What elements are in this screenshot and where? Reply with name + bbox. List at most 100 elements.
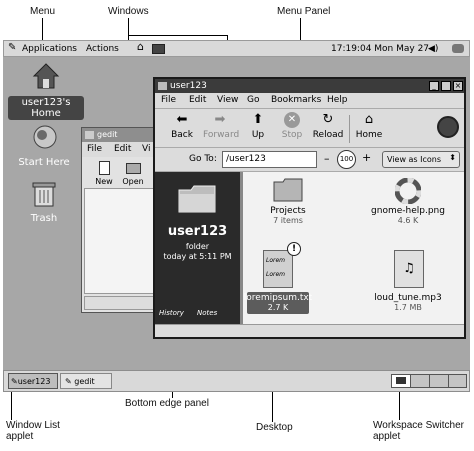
file-browser-toolbar: ⬅ Back ➡ Forward ⬆ Up ✕ Stop ↻ Reload ⌂ … bbox=[155, 108, 464, 148]
file-browser-window-icon bbox=[158, 82, 167, 90]
file-item-loud-tune[interactable]: ♫ loud_tune.mp3 1.7 MB bbox=[358, 242, 458, 322]
gedit-open-button[interactable]: Open bbox=[120, 161, 146, 186]
callout-bottom-edge-panel: Bottom edge panel bbox=[125, 398, 209, 409]
callout-window-list-applet: Window List applet bbox=[6, 420, 60, 442]
menu-help[interactable]: Help bbox=[327, 95, 348, 105]
window-list-applet: ✎user123 ✎ gedit bbox=[8, 373, 112, 389]
up-arrow-icon: ⬆ bbox=[252, 112, 264, 127]
workspace-2[interactable] bbox=[411, 375, 430, 387]
pane-splitter[interactable] bbox=[240, 172, 243, 324]
toolbar-separator bbox=[349, 115, 350, 143]
callout-menu: Menu bbox=[30, 6, 56, 17]
up-button[interactable]: ⬆ Up bbox=[241, 112, 275, 140]
menu-view[interactable]: View bbox=[217, 95, 239, 105]
gedit-new-button[interactable]: New bbox=[92, 161, 116, 186]
back-arrow-icon: ⬅ bbox=[176, 112, 188, 127]
file-name-loremipsum: loremipsum.txt bbox=[243, 293, 313, 303]
stop-button[interactable]: ✕ Stop bbox=[275, 112, 309, 140]
home-button[interactable]: ⌂ Home bbox=[352, 112, 386, 140]
actions-menu[interactable]: Actions bbox=[86, 44, 119, 54]
leader-window-list bbox=[11, 383, 12, 420]
maximize-button[interactable] bbox=[441, 81, 451, 91]
menu-bookmarks[interactable]: Bookmarks bbox=[271, 95, 322, 105]
folder-icon bbox=[273, 178, 303, 202]
desktop-icon-start-here[interactable]: Start Here bbox=[10, 124, 78, 172]
minimize-button[interactable]: _ bbox=[429, 81, 439, 91]
lorem-preview-2: Lorem bbox=[266, 271, 286, 278]
clock[interactable]: 17:19:04 Mon May 27 bbox=[331, 44, 430, 54]
trash-label: Trash bbox=[30, 213, 58, 224]
leader-menu bbox=[42, 18, 43, 42]
leader-workspace bbox=[399, 384, 400, 420]
forward-label: Forward bbox=[203, 130, 240, 140]
file-browser-title: user123 bbox=[170, 81, 207, 91]
callout-menu-panel: Menu Panel bbox=[277, 6, 331, 17]
start-here-label: Start Here bbox=[18, 157, 70, 168]
view-as-select[interactable]: View as Icons ⬍ bbox=[382, 151, 460, 168]
side-pane-tab-notes[interactable]: Notes bbox=[197, 309, 218, 317]
workspace-1[interactable] bbox=[392, 375, 411, 387]
zoom-level[interactable]: 100 bbox=[337, 150, 356, 169]
side-pane-name: user123 bbox=[167, 224, 228, 239]
audio-file-icon: ♫ bbox=[394, 250, 424, 288]
reload-button[interactable]: ↻ Reload bbox=[311, 112, 345, 140]
gedit-window[interactable]: gedit File Edit Vi New Open bbox=[81, 127, 159, 313]
task-button-gedit[interactable]: ✎ gedit bbox=[60, 373, 112, 389]
location-bar: Go To: /user123 – 100 + View as Icons ⬍ bbox=[155, 148, 464, 172]
select-arrows-icon: ⬍ bbox=[449, 153, 456, 162]
top-menu-panel: ✎ Applications Actions ⌂ 17:19:04 Mon Ma… bbox=[3, 40, 470, 57]
task-label-gedit: gedit bbox=[74, 377, 95, 386]
file-browser-window[interactable]: user123 _ × File Edit View Go Bookmarks … bbox=[153, 77, 466, 339]
gnome-foot-icon[interactable]: ✎ bbox=[8, 42, 17, 53]
file-browser-titlebar[interactable]: user123 _ × bbox=[155, 79, 464, 93]
file-browser-statusbar bbox=[155, 324, 464, 337]
gedit-menu-file[interactable]: File bbox=[87, 144, 103, 154]
zoom-in-button[interactable]: + bbox=[362, 151, 372, 164]
file-item-loremipsum[interactable]: Lorem Lorem ! loremipsum.txt 2.7 K bbox=[243, 242, 333, 322]
volume-icon[interactable]: ◀) bbox=[428, 44, 439, 54]
side-pane-tab-history[interactable]: History bbox=[159, 309, 184, 317]
menu-edit[interactable]: Edit bbox=[189, 95, 207, 105]
gedit-titlebar[interactable]: gedit bbox=[82, 128, 158, 142]
notification-icon[interactable] bbox=[452, 44, 464, 53]
lorem-preview-1: Lorem bbox=[266, 257, 286, 264]
file-browser-menubar: File Edit View Go Bookmarks Help bbox=[155, 93, 464, 108]
terminal-launcher-icon[interactable] bbox=[152, 44, 165, 54]
gedit-open-label: Open bbox=[122, 177, 144, 186]
file-item-projects[interactable]: Projects 7 items bbox=[243, 178, 333, 230]
side-pane-type: folder bbox=[185, 242, 210, 251]
desktop-icon-home[interactable]: user123's Home bbox=[8, 62, 84, 120]
bottom-edge-panel: ✎user123 ✎ gedit bbox=[3, 370, 470, 392]
forward-button[interactable]: ➡ Forward bbox=[203, 112, 240, 140]
workspace-switcher bbox=[391, 374, 467, 388]
task-folder-icon: ✎ bbox=[11, 377, 18, 386]
file-item-gnome-help[interactable]: gnome-help.png 4.6 K bbox=[358, 178, 458, 230]
stop-label: Stop bbox=[281, 130, 303, 140]
leader-windows-b bbox=[128, 35, 228, 36]
trash-icon bbox=[32, 182, 56, 207]
workspace-4[interactable] bbox=[449, 375, 467, 387]
menu-file[interactable]: File bbox=[161, 95, 177, 105]
reload-icon: ↻ bbox=[322, 112, 334, 127]
gedit-menu-view[interactable]: Vi bbox=[142, 144, 151, 154]
gedit-menu-edit[interactable]: Edit bbox=[114, 144, 132, 154]
gedit-menubar: File Edit Vi bbox=[82, 142, 158, 157]
menu-go[interactable]: Go bbox=[247, 95, 260, 105]
back-button[interactable]: ⬅ Back bbox=[165, 112, 199, 140]
workspace-1-window-thumb bbox=[396, 377, 406, 384]
location-input[interactable]: /user123 bbox=[222, 151, 317, 168]
callout-workspace-switcher-applet: Workspace Switcher applet bbox=[373, 420, 464, 442]
callout-windows: Windows bbox=[108, 6, 149, 17]
close-button[interactable]: × bbox=[453, 81, 463, 91]
workspace-3[interactable] bbox=[430, 375, 449, 387]
task-button-user123[interactable]: ✎user123 bbox=[8, 373, 58, 389]
icon-view[interactable]: Projects 7 items gnome-help.png 4.6 K Lo… bbox=[243, 172, 464, 324]
zoom-out-button[interactable]: – bbox=[324, 152, 330, 165]
gedit-text-area[interactable] bbox=[84, 188, 156, 294]
desktop-icon-trash[interactable]: Trash bbox=[10, 180, 78, 228]
gedit-window-icon bbox=[85, 131, 94, 139]
home-launcher-icon[interactable]: ⌂ bbox=[137, 40, 144, 53]
gedit-new-label: New bbox=[95, 177, 113, 186]
applications-menu[interactable]: Applications bbox=[22, 44, 77, 54]
reload-label: Reload bbox=[312, 130, 344, 140]
